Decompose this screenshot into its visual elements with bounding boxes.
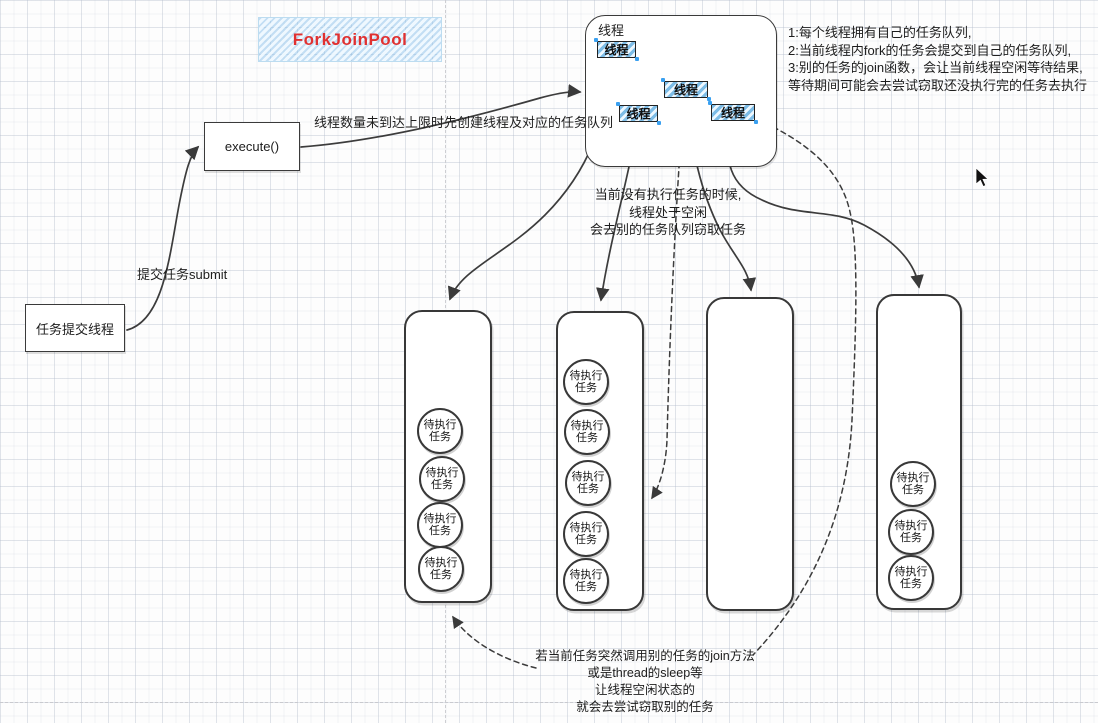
note-rules-line1: 1:每个线程拥有自己的任务队列, (788, 25, 972, 40)
page-guide-horizontal (0, 702, 1098, 703)
note-join-line3: 让线程空闲状态的 (594, 683, 695, 697)
note-join-line1: 若当前任务突然调用别的任务的join方法 (535, 649, 755, 663)
note-idle-line2: 线程处于空闲 (628, 204, 707, 220)
title-label: ForkJoinPool (292, 29, 408, 49)
mouse-cursor-icon (975, 167, 989, 188)
edge-label-submit[interactable]: 提交任务submit (137, 267, 228, 282)
pending-task[interactable]: 待执行任务 (417, 408, 463, 454)
note-rules-line2: 2:当前线程内fork的任务会提交到自己的任务队列, (788, 42, 1072, 58)
thread-chip-label: 线程 (604, 43, 629, 57)
thread-chip-label: 线程 (673, 83, 698, 97)
thread-chip-3[interactable]: 线程 (661, 78, 711, 101)
pending-task[interactable]: 待执行任务 (565, 460, 611, 506)
edge-thread4-queue4[interactable] (727, 121, 924, 289)
pending-task[interactable]: 待执行任务 (890, 461, 936, 507)
thread-chip-label: 线程 (626, 107, 651, 121)
submitter-label: 任务提交线程 (35, 321, 114, 337)
note-idle-line3: 会去别的任务队列窃取任务 (589, 222, 746, 237)
pending-task[interactable]: 待执行任务 (564, 409, 610, 455)
edge-join-wait-dashed[interactable] (752, 118, 857, 656)
note-rules[interactable]: 1:每个线程拥有自己的任务队列, 2:当前线程内fork的任务会提交到自己的任务… (788, 24, 1087, 94)
thread-chip-1[interactable]: 线程 (594, 38, 639, 61)
pending-task[interactable]: 待执行任务 (563, 558, 609, 604)
pending-task[interactable]: 待执行任务 (888, 555, 934, 601)
pool-label: 线程 (598, 23, 625, 38)
pending-task[interactable]: 待执行任务 (419, 456, 465, 502)
edge-create-thread[interactable] (300, 84, 582, 148)
edge-submit[interactable] (126, 145, 200, 331)
thread-chip-2[interactable]: 线程 (616, 102, 661, 125)
submitter-thread-box[interactable]: 任务提交线程 (25, 304, 125, 352)
pending-task[interactable]: 待执行任务 (418, 546, 464, 592)
task-queue-3[interactable] (706, 297, 794, 611)
task-queue-2[interactable] (556, 311, 644, 611)
note-idle-steal[interactable]: 当前没有执行任务的时候, 线程处于空闲 会去别的任务队列窃取任务 (582, 186, 754, 239)
thread-chip-label: 线程 (720, 106, 745, 120)
thread-chip-4[interactable]: 线程 (708, 101, 758, 124)
edge-steal-from-queue2-dashed[interactable] (651, 99, 685, 500)
pending-task[interactable]: 待执行任务 (563, 359, 609, 405)
execute-box[interactable]: execute() (204, 122, 300, 171)
note-rules-line4: 等待期间可能会去尝试窃取还没执行完的任务去执行 (788, 77, 1088, 93)
pending-task[interactable]: 待执行任务 (417, 502, 463, 548)
execute-label: execute() (224, 139, 280, 154)
note-idle-line1: 当前没有执行任务的时候, (594, 187, 742, 202)
pending-task[interactable]: 待执行任务 (888, 509, 934, 555)
edge-steal-from-queue1-dashed[interactable] (452, 615, 537, 669)
note-join-line2: 或是thread的sleep等 (587, 666, 703, 680)
note-rules-line3: 3:别的任务的join函数，会让当前线程空闲等待结果, (788, 60, 1083, 75)
pending-task[interactable]: 待执行任务 (563, 511, 609, 557)
edge-label-create[interactable]: 线程数量未到达上限时先创建线程及对应的任务队列 (314, 115, 614, 130)
title-forkjoinpool[interactable]: ForkJoinPool (258, 17, 442, 62)
note-join-sleep[interactable]: 若当前任务突然调用别的任务的join方法 或是thread的sleep等 让线程… (520, 648, 770, 716)
note-join-line4: 就会去尝试窃取别的任务 (576, 700, 714, 714)
